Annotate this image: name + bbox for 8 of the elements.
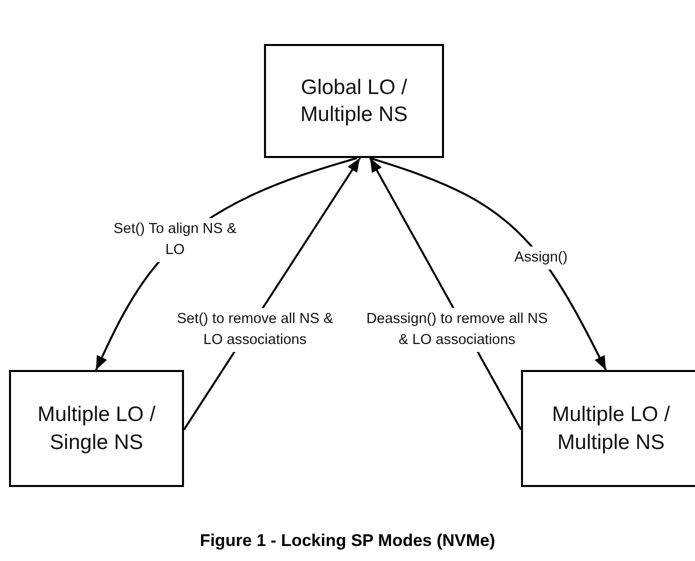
arrow (370, 157, 607, 370)
figure-caption: Figure 1 - Locking SP Modes (NVMe) (198, 531, 496, 551)
mode-box (9, 370, 184, 487)
mode-name: Multiple LO / Single NS (36, 402, 156, 456)
mode-box (264, 44, 444, 158)
mode-box (521, 370, 695, 487)
mode-name: Multiple LO / Multiple NS (551, 402, 671, 456)
mode-name: Global LO / Multiple NS (299, 74, 409, 128)
